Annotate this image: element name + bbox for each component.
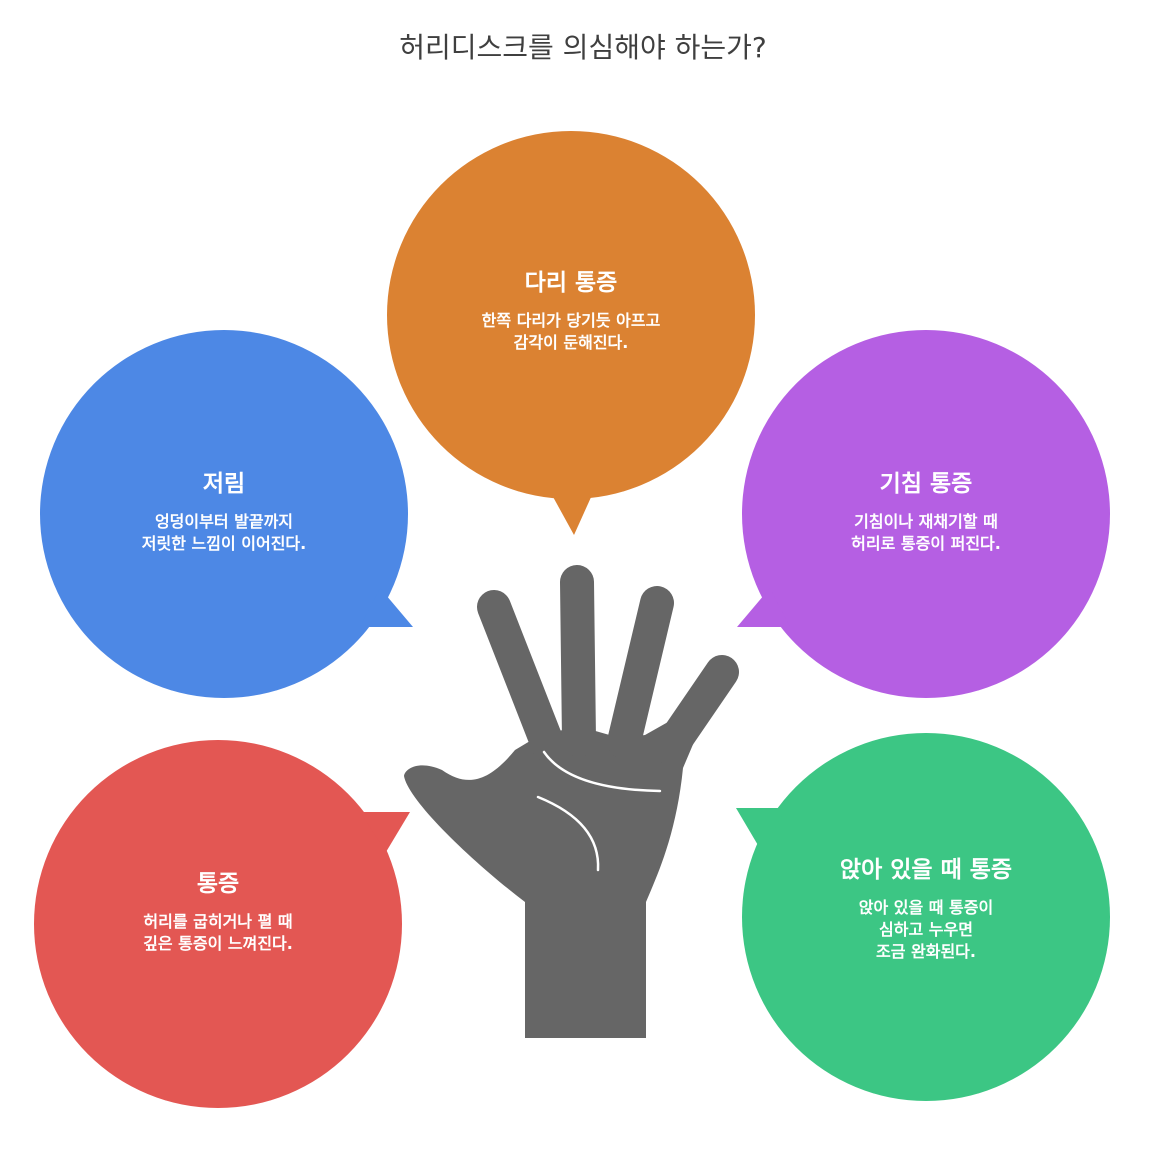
bubble-cough-pain-tail [737,588,790,627]
bubble-cough-pain-desc-1: 기침이나 재채기할 때 [854,512,998,531]
bubble-pain-tail [360,812,410,852]
hand-finger-ring [607,586,674,759]
bubble-cough-pain-text: 기침 통증 기침이나 재채기할 때 허리로 통증이 퍼진다. [851,469,1001,555]
bubble-sitting-pain-title: 앉아 있을 때 통증 [839,857,1013,883]
bubble-numbness-desc-1: 엉덩이부터 발끝까지 [154,512,294,531]
bubble-numbness-tail [360,588,413,627]
bubble-numbness [40,330,413,698]
bubble-cough-pain-title: 기침 통증 [879,471,973,497]
bubble-sitting-pain-tail [736,808,786,852]
bubble-pain [34,740,410,1108]
bubble-pain-text: 통증 허리를 굽히거나 펼 때 깊은 통증이 느껴진다. [143,869,293,955]
bubble-pain-desc-1: 허리를 굽히거나 펼 때 [143,912,293,931]
bubble-leg-pain-circle [387,131,755,499]
hand-icon [404,565,739,1038]
bubble-numbness-title: 저림 [202,471,246,497]
hand-finger-index [477,590,565,762]
hand-palm-line-upper [542,750,662,793]
bubble-cough-pain-circle [742,330,1110,698]
bubble-cough-pain-desc-2: 허리로 통증이 퍼진다. [851,534,1001,553]
bubble-pain-circle [34,740,402,1108]
bubble-cough-pain [737,330,1110,698]
bubble-numbness-desc-2: 저릿한 느낌이 이어진다. [141,534,307,553]
bubble-sitting-pain-text: 앉아 있을 때 통증 앉아 있을 때 통증이 심하고 누우면 조금 완화된다. [840,855,1012,963]
bubble-pain-title: 통증 [196,871,240,897]
hand-finger-middle [560,565,596,757]
bubble-leg-pain-tail [552,495,592,535]
bubble-sitting-pain-desc-2: 심하고 누우면 [879,920,973,939]
bubble-pain-desc-2: 깊은 통증이 느껴진다. [143,934,293,953]
hand-palm-line-lower [536,795,600,872]
bubble-numbness-text: 저림 엉덩이부터 발끝까지 저릿한 느낌이 이어진다. [142,469,306,555]
bubble-leg-pain [387,131,755,535]
bubble-sitting-pain-desc-1: 앉아 있을 때 통증이 [858,898,994,917]
bubble-numbness-circle [40,330,408,698]
bubble-leg-pain-text: 다리 통증 한쪽 다리가 당기듯 아프고 감각이 둔해진다. [482,268,661,354]
bubble-leg-pain-desc-1: 한쪽 다리가 당기듯 아프고 [481,311,661,330]
bubble-sitting-pain [736,733,1110,1101]
page-title: 허리디스크를 의심해야 하는가? [399,31,767,64]
hand-finger-little [653,655,739,765]
bubble-sitting-pain-desc-3: 조금 완화된다. [876,942,976,961]
bubble-leg-pain-title: 다리 통증 [524,270,618,296]
bubble-sitting-pain-circle [742,733,1110,1101]
hand-palm [404,722,697,1038]
bubble-leg-pain-desc-2: 감각이 둔해진다. [513,333,629,352]
